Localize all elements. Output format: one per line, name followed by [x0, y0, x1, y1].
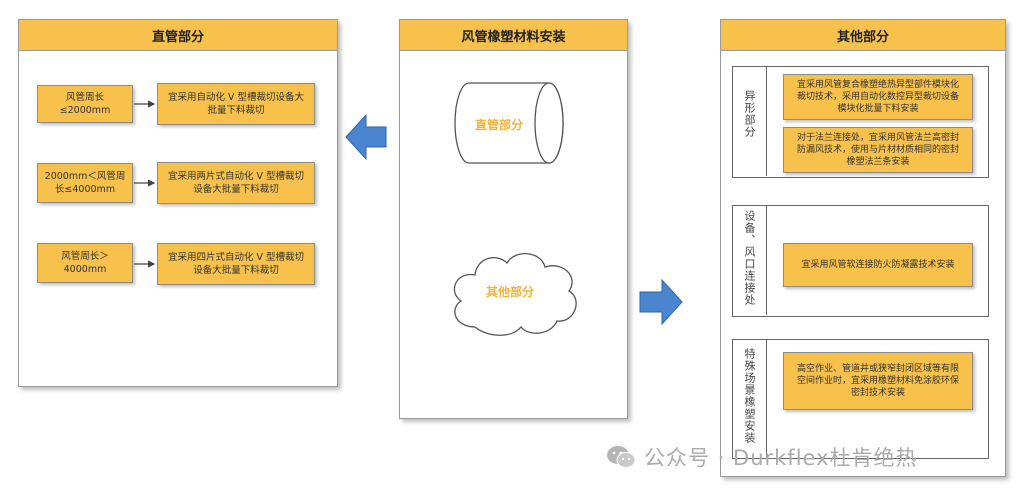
condition-box-1: 风管周长 ≤2000mm: [37, 85, 133, 123]
special-item-1: 高空作业、管道井或狭窄封闭区域等有限 空间作业时，宜采用橡塑材料免涂胶环保 密封…: [783, 352, 973, 410]
center-panel: 风管橡塑材料安装: [399, 19, 628, 419]
wechat-icon: [607, 446, 636, 468]
left-panel-title: 直管部分: [19, 20, 337, 51]
section-equipment-label: 设备、风口连接处: [743, 210, 756, 306]
condition-box-3: 风管周长＞ 4000mm: [37, 243, 133, 283]
cylinder-label: 直管部分: [474, 118, 523, 132]
action-box-2: 宜采用两片式自动化 V 型槽裁切 设备大批量下料裁切: [157, 162, 315, 204]
irregular-item-2: 对于法兰连接处，宜采用风管法兰高密封 防漏风技术，使用与片材材质相同的密封 橡塑…: [783, 127, 973, 173]
cylinder-shape: [454, 82, 564, 164]
cloud-shape: [453, 253, 577, 336]
section-irregular-label: 异形部分: [743, 90, 756, 138]
cloud-label: 其他部分: [485, 285, 534, 299]
left-arrow-icon: [345, 113, 387, 161]
action-box-3: 宜采用四片式自动化 V 型槽裁切 设备大批量下料裁切: [157, 243, 315, 285]
equipment-item-1: 宜采用风管软连接防火防凝露技术安装: [783, 243, 973, 287]
right-arrow-icon: [639, 278, 683, 326]
condition-box-2: 2000mm＜风管周 长≤4000mm: [37, 163, 133, 203]
section-special-label: 特殊场景橡塑安装: [743, 348, 756, 444]
watermark-text: 公众号 · Durkflex杜肯绝热: [644, 446, 918, 470]
irregular-item-1: 宜采用风管复合橡塑绝热异型部件模块化 裁切技术，采用自动化数控异型裁切设备 模块…: [783, 74, 973, 120]
action-box-1: 宜采用自动化 V 型槽裁切设备大 批量下料裁切: [157, 83, 315, 125]
watermark: 公众号 · Durkflex杜肯绝热: [606, 441, 918, 473]
right-panel-title: 其他部分: [721, 20, 1005, 51]
center-panel-title: 风管橡塑材料安装: [400, 20, 627, 51]
